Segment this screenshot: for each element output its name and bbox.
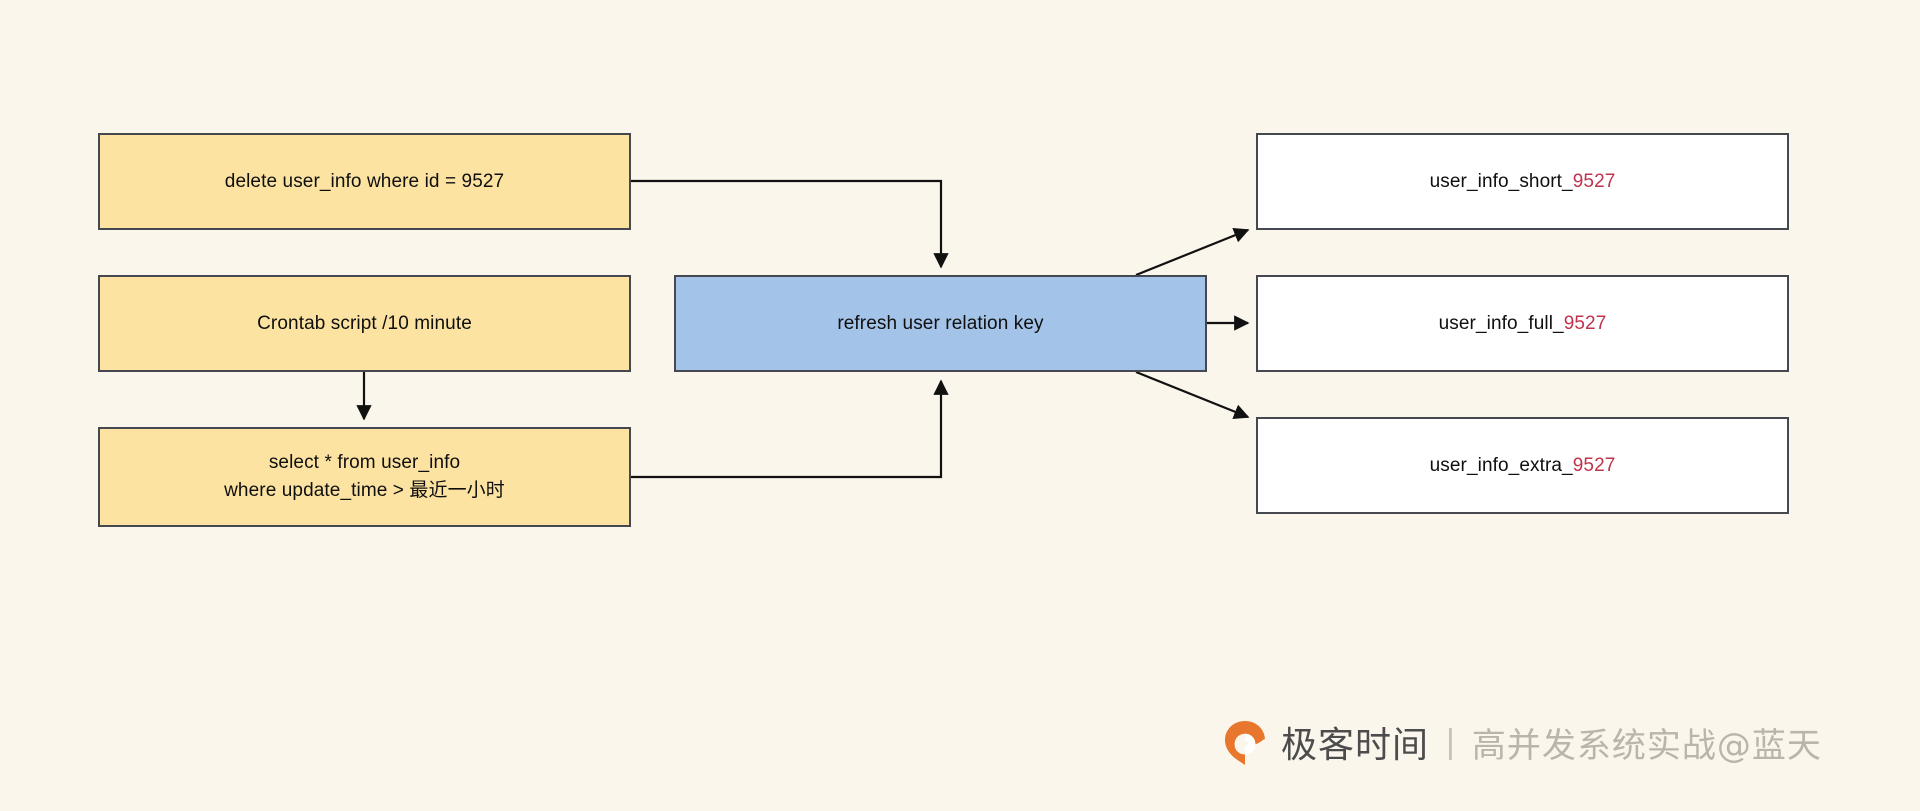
edge-delete-to-refresh [631, 179, 949, 269]
node-refresh-label: refresh user relation key [837, 312, 1044, 334]
node-user-info-full[interactable]: user_info_full_9527 [1256, 275, 1789, 372]
node-short-label: user_info_short_9527 [1420, 168, 1626, 196]
node-select-user-info[interactable]: select * from user_info where update_tim… [98, 427, 631, 527]
node-delete-user-info[interactable]: delete user_info where id = 9527 [98, 133, 631, 230]
watermark-divider: | [1446, 722, 1455, 761]
node-user-info-extra[interactable]: user_info_extra_9527 [1256, 417, 1789, 514]
node-select-label: select * from user_info where update_tim… [224, 452, 505, 501]
node-short-prefix: user_info_short_ [1429, 170, 1573, 192]
geekbang-logo-icon [1222, 719, 1268, 765]
edge-select-to-refresh [631, 379, 949, 479]
edge-refresh-to-short [1135, 228, 1250, 277]
node-full-label: user_info_full_9527 [1429, 310, 1617, 338]
node-user-info-short[interactable]: user_info_short_9527 [1256, 133, 1789, 230]
watermark-brand: 极客时间 [1281, 725, 1430, 766]
node-crontab-script[interactable]: Crontab script /10 minute [98, 275, 631, 372]
node-extra-id: 9527 [1572, 454, 1616, 476]
node-extra-label: user_info_extra_9527 [1420, 452, 1626, 480]
watermark: 极客时间 | 高并发系统实战@蓝天 [1222, 716, 1822, 768]
node-full-id: 9527 [1563, 312, 1607, 334]
node-full-prefix: user_info_full_ [1438, 312, 1564, 334]
edge-refresh-to-extra [1135, 370, 1250, 419]
node-short-id: 9527 [1572, 170, 1616, 192]
node-crontab-label: Crontab script /10 minute [257, 312, 472, 334]
node-extra-prefix: user_info_extra_ [1429, 454, 1573, 476]
node-refresh-user-relation-key[interactable]: refresh user relation key [674, 275, 1207, 372]
watermark-course: 高并发系统实战@蓝天 [1471, 725, 1822, 766]
node-delete-label: delete user_info where id = 9527 [224, 170, 505, 192]
